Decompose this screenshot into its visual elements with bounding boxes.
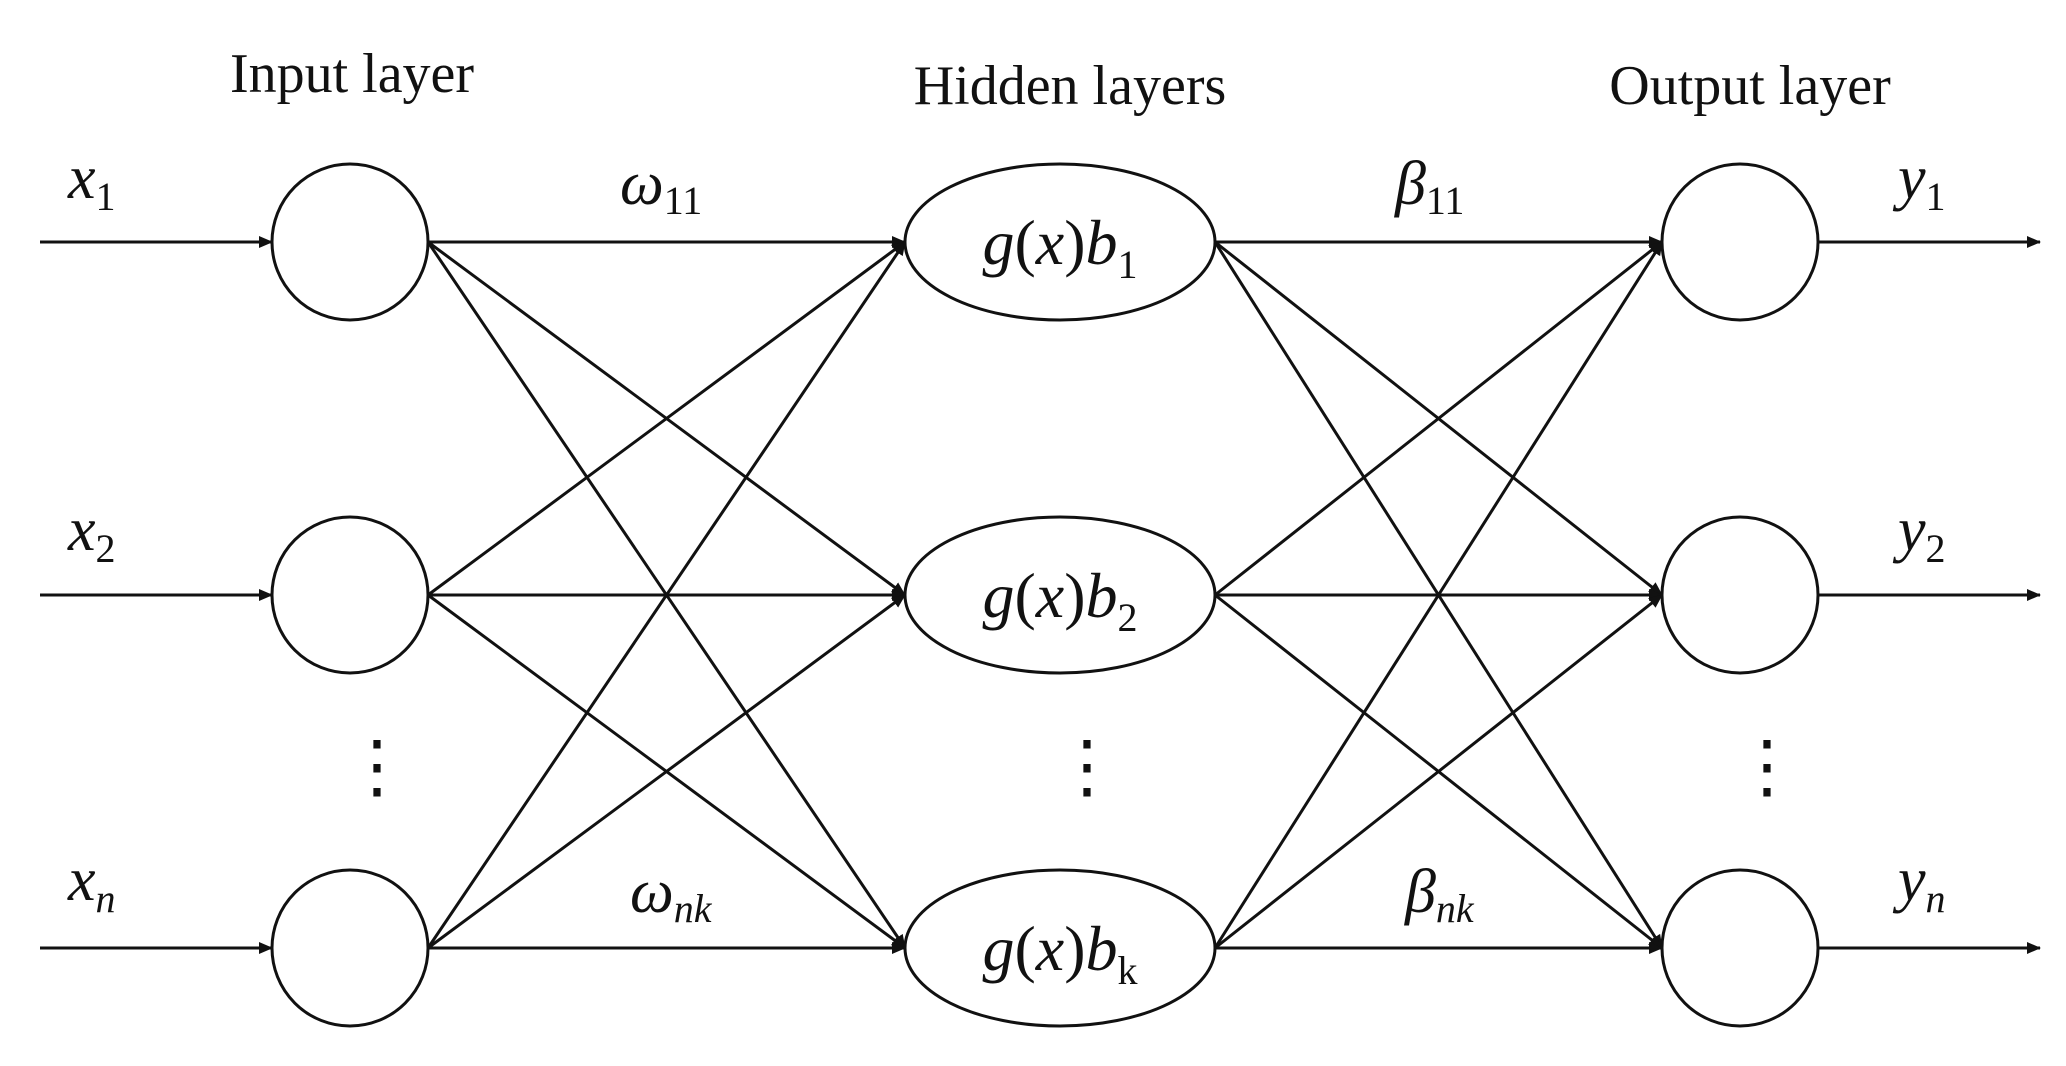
- edge-hidden-2-output-1: [1214, 240, 1663, 597]
- input-node-n: [270, 868, 430, 1028]
- output-label-1: y1: [1892, 144, 1946, 219]
- edge-hidden-3-output-1: [1213, 241, 1664, 949]
- output-node-1: [1660, 162, 1820, 322]
- output-node-2: [1660, 515, 1820, 675]
- edge-input-3-hidden-2: [427, 593, 906, 950]
- input-label-n: xn: [67, 846, 116, 921]
- hidden-node-1: [903, 162, 1217, 322]
- edge-hidden-3-output-2: [1214, 593, 1663, 950]
- connection-lines: [40, 236, 2041, 954]
- input-label-2: x2: [67, 496, 116, 571]
- hidden-node-2: [903, 515, 1217, 675]
- hidden-node-2-label: g(x)b2: [982, 560, 1137, 640]
- input-node-1: [270, 162, 430, 322]
- hidden-node-1-label: g(x)b1: [982, 207, 1137, 287]
- input-layer-title: Input layer: [230, 43, 474, 105]
- weight-label-beta-11: β11: [1394, 150, 1464, 223]
- hidden-ellipsis: ⋮: [1052, 729, 1122, 806]
- hidden-node-k: [903, 868, 1217, 1028]
- hidden-node-k-label: g(x)bk: [982, 913, 1137, 993]
- output-node-n: [1660, 868, 1820, 1028]
- output-ellipsis: ⋮: [1732, 729, 1802, 806]
- output-label-2: y2: [1892, 496, 1946, 571]
- output-label-n: yn: [1892, 846, 1946, 921]
- input-ellipsis: ⋮: [342, 729, 412, 806]
- weight-label-beta-nk: βnk: [1404, 858, 1475, 931]
- edge-input-2-hidden-1: [427, 240, 906, 597]
- hidden-layers-title: Hidden layers: [914, 55, 1227, 117]
- weight-label-omega-nk: ωnk: [630, 858, 713, 931]
- edge-input-3-hidden-1: [426, 241, 907, 949]
- input-label-1: x1: [67, 144, 116, 219]
- weight-label-omega-11: ω11: [620, 150, 702, 223]
- input-node-2: [270, 515, 430, 675]
- output-layer-title: Output layer: [1609, 55, 1891, 117]
